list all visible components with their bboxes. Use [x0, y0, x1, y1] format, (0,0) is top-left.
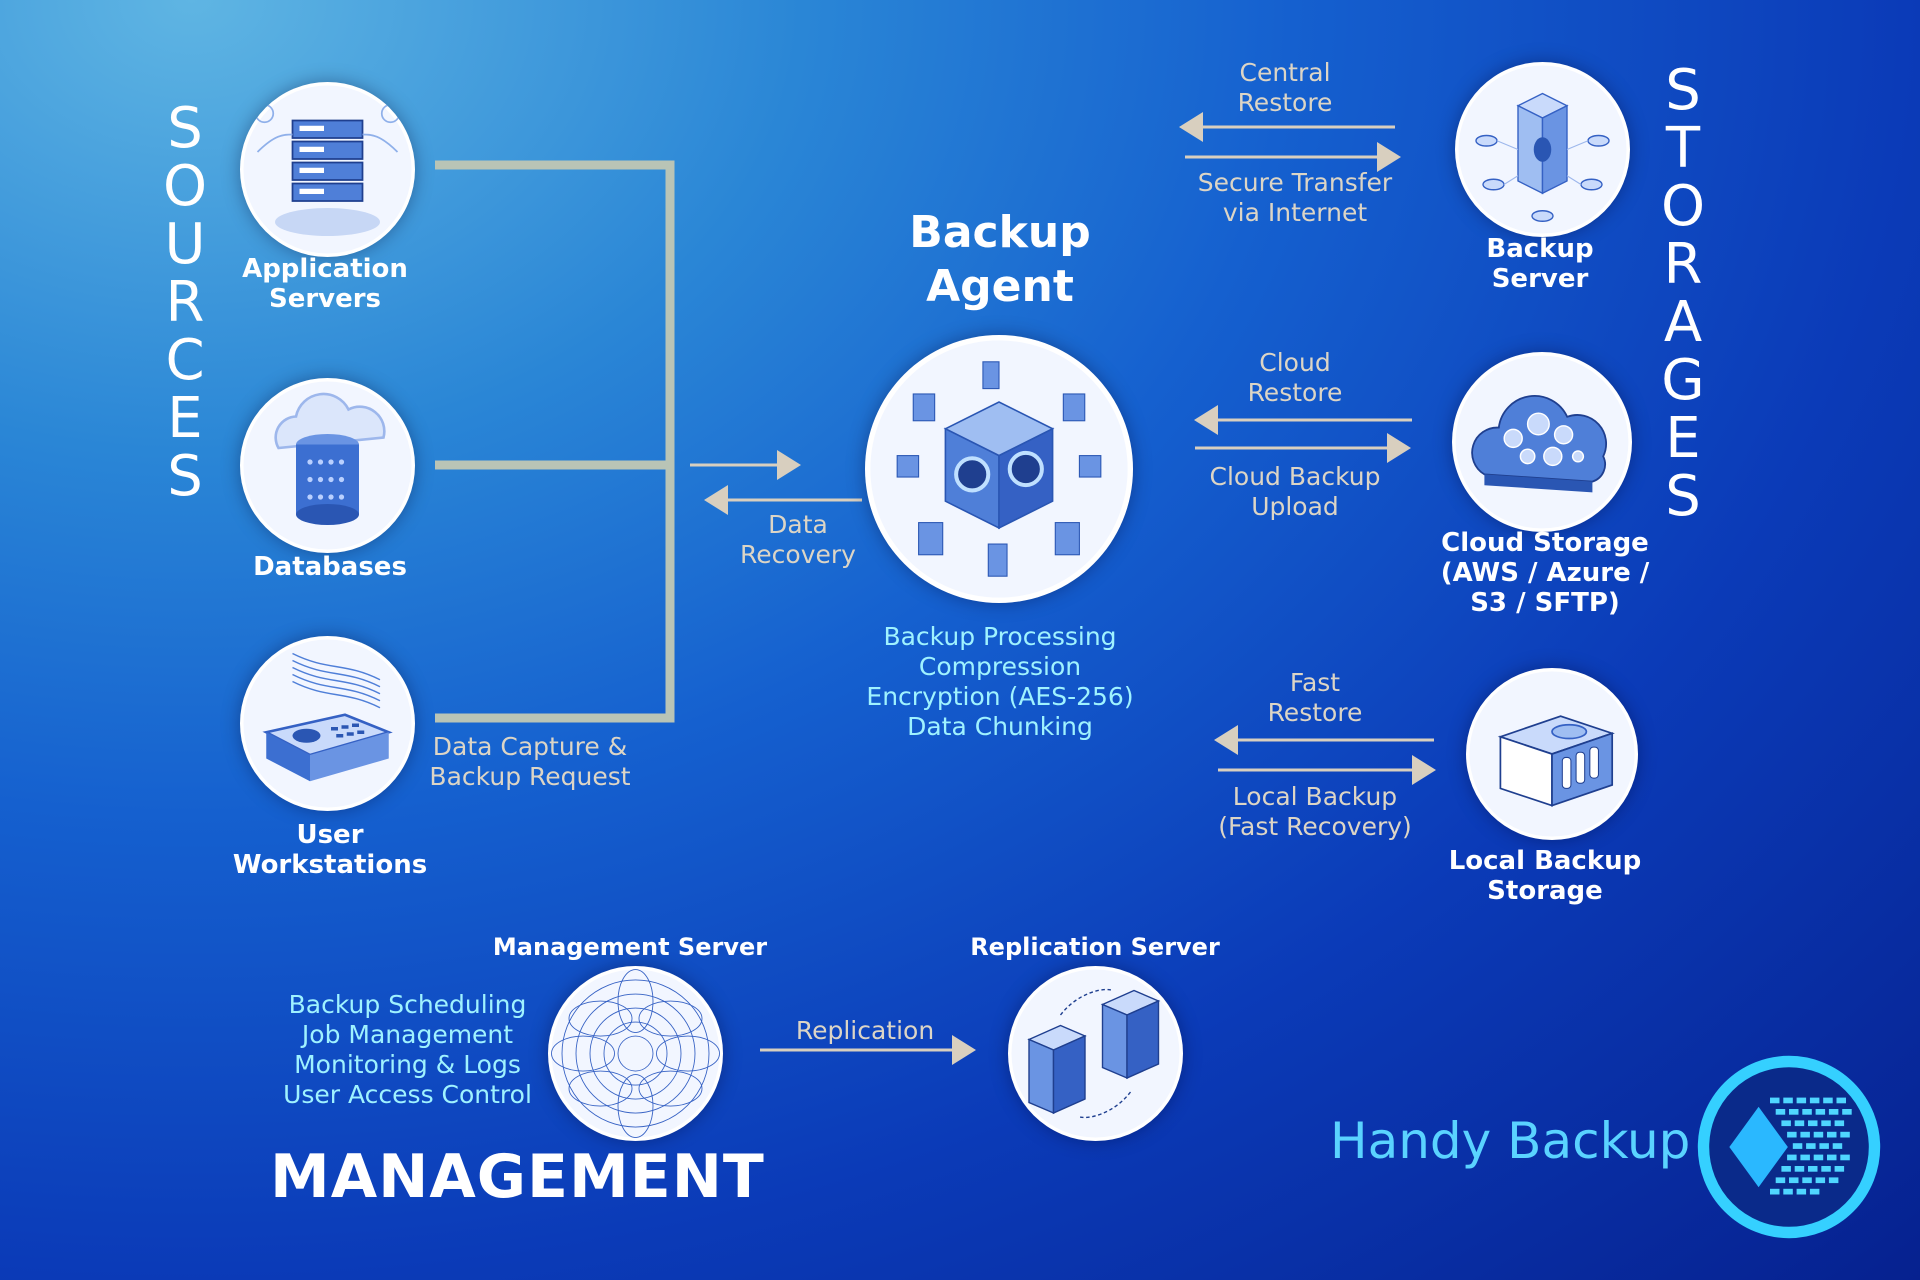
cloud-storage-icon	[1455, 355, 1629, 529]
sources-bus	[435, 160, 675, 723]
workstation-icon	[243, 639, 412, 808]
local-storage-icon	[1469, 671, 1635, 837]
databases-label: Databases	[253, 552, 407, 582]
replication-servers-icon	[1011, 969, 1180, 1138]
user-workstations-node[interactable]	[240, 636, 415, 811]
management-features-text: Backup Scheduling Job Management Monitor…	[283, 990, 532, 1109]
server-rack-icon	[243, 85, 412, 254]
management-server-node[interactable]	[548, 966, 723, 1141]
brand-name: Handy Backup	[1330, 1112, 1691, 1170]
management-network-icon	[551, 969, 720, 1138]
management-server-label: Management Server	[492, 933, 768, 961]
local-backup-fast-recovery-label: Local Backup (Fast Recovery)	[1218, 782, 1412, 841]
backup-server-icon	[1458, 65, 1627, 234]
local-backup-storage-node[interactable]	[1466, 668, 1638, 840]
databases-node[interactable]	[240, 378, 415, 553]
central-restore-label: Central Restore	[1237, 58, 1333, 117]
handy-backup-logo-icon	[1697, 1055, 1881, 1239]
storage-arrows	[1179, 112, 1436, 785]
data-recovery-label: Data Recovery	[740, 510, 856, 569]
management-title: MANAGEMENT	[270, 1142, 765, 1212]
data-capture-label: Data Capture & Backup Request	[429, 732, 631, 791]
backup-server-label: Backup Server	[1486, 234, 1594, 294]
application-servers-node[interactable]	[240, 82, 415, 257]
cloud-restore-label: Cloud Restore	[1247, 348, 1343, 407]
backup-agent-title: Backup Agent	[909, 207, 1091, 312]
brand-logo[interactable]	[1694, 1052, 1884, 1242]
fast-restore-label: Fast Restore	[1267, 668, 1363, 727]
replication-server-node[interactable]	[1008, 966, 1183, 1141]
local-backup-storage-label: Local Backup Storage	[1448, 846, 1642, 906]
agent-arrows	[690, 450, 862, 515]
secure-transfer-label: Secure Transfer via Internet	[1197, 168, 1393, 227]
database-cloud-icon	[243, 381, 412, 550]
cloud-storage-node[interactable]	[1452, 352, 1632, 532]
cloud-storage-label: Cloud Storage (AWS / Azure / S3 / SFTP)	[1440, 528, 1650, 618]
application-servers-label: Application Servers	[242, 254, 408, 314]
backup-agent-cube-icon	[870, 340, 1128, 598]
replication-server-label: Replication Server	[970, 933, 1220, 961]
agent-features-text: Backup Processing Compression Encryption…	[866, 622, 1134, 741]
user-workstations-label: User Workstations	[232, 820, 428, 880]
cloud-backup-upload-label: Cloud Backup Upload	[1209, 462, 1381, 521]
replication-label: Replication	[795, 1016, 935, 1045]
backup-agent-node[interactable]	[865, 335, 1133, 603]
backup-server-node[interactable]	[1455, 62, 1630, 237]
